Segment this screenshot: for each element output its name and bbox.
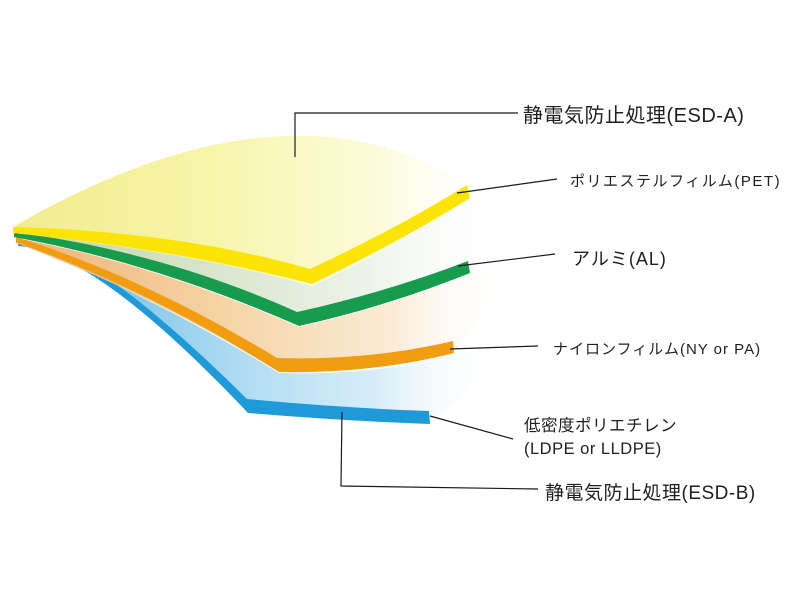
leader-line-ny — [449, 345, 539, 350]
label-ldpe-line2: (LDPE or LLDPE) — [524, 440, 662, 458]
nylon-sheet-edge — [16, 237, 454, 373]
nylon-sheet-surface — [16, 238, 506, 373]
label-pet-film: ポリエステルフィルム(PET) — [570, 173, 782, 190]
leader-line-al — [457, 253, 556, 267]
label-ldpe: 低密度ポリエチレン (LDPE or LLDPE) — [524, 415, 677, 461]
ldpe-sheet-surface — [18, 241, 491, 423]
leader-line-ldpe — [429, 415, 514, 440]
label-ldpe-line1: 低密度ポリエチレン — [524, 417, 677, 435]
leader-line-pet — [456, 178, 558, 194]
label-aluminum: アルミ(AL) — [572, 249, 667, 269]
pet-sheet-edge — [13, 185, 470, 284]
label-nylon-film: ナイロンフィルム(NY or PA) — [553, 341, 762, 358]
label-esd-a: 静電気防止処理(ESD-A) — [523, 105, 745, 127]
aluminum-sheet-surface — [14, 170, 507, 326]
leader-line-esd-a — [294, 112, 518, 157]
label-esd-b: 静電気防止処理(ESD-B) — [545, 483, 756, 504]
ldpe-sheet-edge — [18, 240, 430, 424]
aluminum-sheet-edge — [14, 232, 470, 326]
leader-line-esd-b — [340, 411, 539, 490]
